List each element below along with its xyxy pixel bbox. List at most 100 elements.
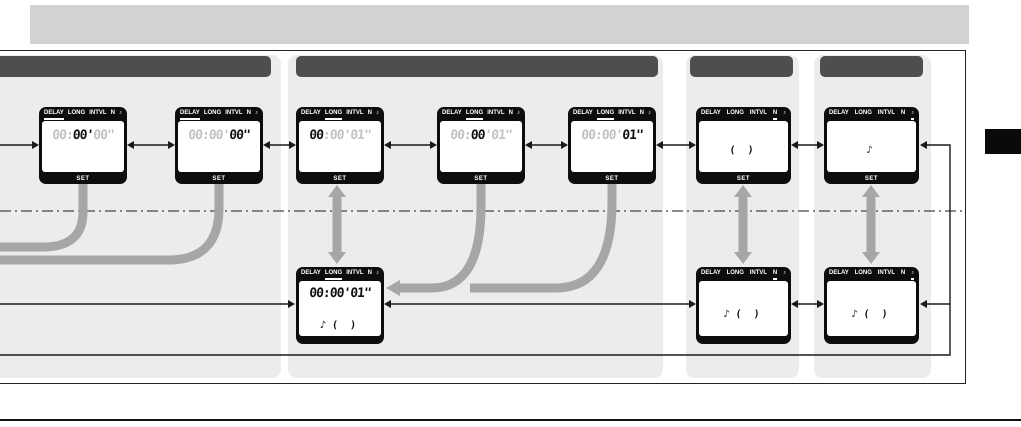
lcd-time-digits: 00:00'01": [440, 128, 522, 143]
lcd-indicator-row: ♪ ( ): [319, 320, 357, 331]
lcd-time-digits: 00:00'01": [299, 128, 381, 143]
digit-group: 00": [92, 128, 115, 143]
lcd-display-timer-repeat: DELAY LONG INTVL N ♪ ♪ ( ): [696, 267, 791, 344]
mode-label-intvl: INTVL: [346, 110, 364, 116]
lcd-screen: 00:00'00": [42, 121, 124, 172]
mode-label-n: N: [639, 110, 644, 116]
set-label: SET: [333, 176, 347, 182]
mode-label-intvl: INTVL: [487, 110, 505, 116]
mode-label-tone: ♪: [118, 110, 122, 116]
set-label: SET: [736, 176, 751, 182]
mode-label-long: LONG: [854, 110, 872, 116]
lcd-time-digits: 00:00'01": [299, 286, 381, 301]
mode-label-long: LONG: [726, 270, 744, 276]
lcd-indicator-row: ♪: [866, 145, 873, 156]
mode-label-intvl: INTVL: [346, 270, 364, 276]
mode-label-tone: ♪: [375, 110, 379, 116]
mode-label-intvl: INTVL: [225, 110, 243, 116]
set-label: SET: [76, 176, 90, 182]
mode-label-delay-selected: DELAY: [44, 110, 64, 120]
mode-label-long-selected: LONG: [324, 110, 343, 120]
mode-label-n: N: [110, 110, 115, 116]
mode-label-n-selected: N: [772, 270, 778, 280]
thin-arrowheads: [32, 141, 927, 308]
digit-group-selected: 01": [621, 128, 644, 143]
mode-label-delay: DELAY: [829, 110, 849, 116]
digit-group-selected: 00": [228, 128, 251, 143]
digit-group-selected: 00: [308, 128, 324, 143]
mode-label-delay: DELAY: [701, 270, 721, 276]
lcd-indicator-row: ♪ ( ): [723, 309, 760, 320]
mode-label-delay: DELAY: [442, 110, 462, 116]
mode-label-tone-selected: ♪: [910, 270, 914, 280]
digit-group: :00'01": [322, 128, 372, 143]
digit-group: 00:00': [187, 128, 230, 143]
panel-3-header: [690, 56, 793, 77]
mode-label-n: N: [508, 110, 513, 116]
mode-label-tone: ♪: [782, 270, 786, 276]
lcd-screen: 00:00'01": [571, 121, 653, 172]
mode-label-n: N: [900, 270, 906, 276]
mode-label-delay: DELAY: [301, 110, 321, 116]
thick-arrowheads: [328, 185, 880, 296]
digit-group: 00:: [449, 128, 472, 143]
mode-label-intvl: INTVL: [877, 270, 896, 276]
mode-label-tone: ♪: [516, 110, 520, 116]
mode-label-intvl: INTVL: [877, 110, 896, 116]
mode-label-n: N: [900, 110, 906, 116]
digit-group-selected: 00': [72, 128, 94, 143]
mode-label-intvl: INTVL: [749, 110, 768, 116]
mode-label-long: LONG: [854, 270, 872, 276]
panel-4-header: [820, 56, 923, 77]
mode-label-long: LONG: [726, 110, 744, 116]
mode-label-n: N: [367, 110, 372, 116]
mode-label-n-selected: N: [772, 110, 778, 120]
mode-label-tone-selected: ♪: [910, 110, 914, 120]
mode-label-long-selected: LONG: [596, 110, 615, 120]
mode-label-delay: DELAY: [301, 270, 321, 276]
mode-label-intvl: INTVL: [749, 270, 768, 276]
set-label: SET: [212, 176, 226, 182]
mode-label-long: LONG: [67, 110, 86, 116]
lcd-screen: ♪: [827, 121, 916, 172]
page-edge-tab: [985, 129, 1021, 154]
lcd-time-digits: 00:00'00": [42, 128, 124, 143]
mode-label-intvl: INTVL: [89, 110, 107, 116]
thin-flow-lines: [0, 144, 951, 356]
mode-label-tone: ♪: [375, 270, 379, 276]
lcd-screen: 00:00'01": [299, 121, 381, 172]
lcd-time-digits: 00:00'00": [178, 128, 260, 143]
lcd-mode-labels: DELAY LONG INTVL N ♪: [701, 270, 786, 280]
mode-label-tone: ♪: [254, 110, 258, 116]
panel-2-header: [296, 56, 658, 77]
set-label: SET: [605, 176, 619, 182]
mode-label-intvl: INTVL: [618, 110, 636, 116]
top-banner: [30, 5, 969, 44]
panel-1-header: [0, 56, 271, 77]
lcd-screen: ♪ ( ): [827, 281, 916, 336]
mode-label-long-selected: LONG: [324, 270, 343, 280]
lcd-mode-labels: DELAY LONG INTVL N ♪: [829, 110, 914, 120]
mode-label-tone: ♪: [647, 110, 651, 116]
lcd-screen: 00:00'01": [440, 121, 522, 172]
lcd-screen: 00:00'00": [178, 121, 260, 172]
digit-group-selected: 00:00'01": [308, 286, 372, 301]
